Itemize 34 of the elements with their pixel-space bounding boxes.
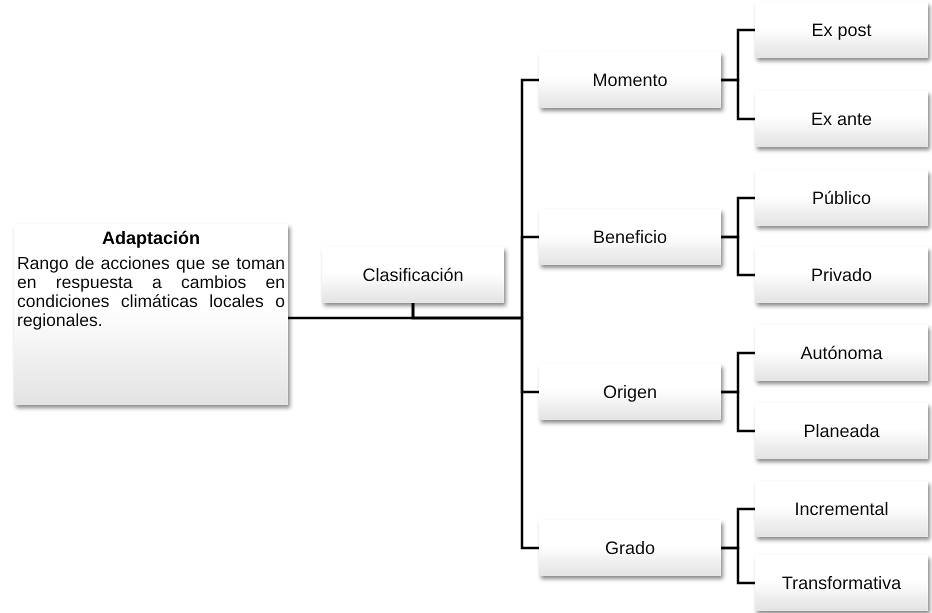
category-box [755, 555, 928, 611]
box-label: Ex post [811, 20, 872, 40]
box-label: Privado [810, 264, 872, 286]
box-heading: Adaptación [100, 228, 201, 249]
box-label: Clasificación [362, 264, 464, 286]
box-label: Transformativa [782, 572, 902, 594]
box-label: Autónoma [800, 342, 883, 364]
category-box [755, 247, 928, 303]
category-box [322, 247, 504, 303]
category-box [539, 520, 721, 576]
category-box [755, 2, 928, 58]
connector-line [412, 303, 539, 550]
box-description: Rango de acciones que se toman en respuesta a cambios en condiciones climáticas locales o regionales. [17, 254, 285, 330]
box-label: Momento [592, 70, 668, 90]
category-box [755, 403, 928, 459]
category-box [755, 325, 928, 381]
box-label: Beneficio [592, 226, 668, 248]
description-box [14, 224, 288, 405]
box-label: Planeada [803, 420, 880, 442]
box-label: Ex ante [810, 108, 872, 130]
category-box [539, 52, 721, 108]
box-label: Grado [604, 538, 656, 558]
category-box [539, 364, 721, 420]
category-box [755, 91, 928, 147]
box-label: Público [812, 188, 872, 208]
box-label: Origen [602, 382, 658, 402]
category-box [539, 209, 721, 265]
connector-line [721, 236, 755, 276]
category-box [755, 481, 928, 537]
box-label: Incremental [794, 498, 889, 520]
connector-line [721, 78, 755, 120]
category-box [755, 170, 928, 226]
connector-line [721, 546, 755, 584]
connector-line [721, 390, 755, 432]
